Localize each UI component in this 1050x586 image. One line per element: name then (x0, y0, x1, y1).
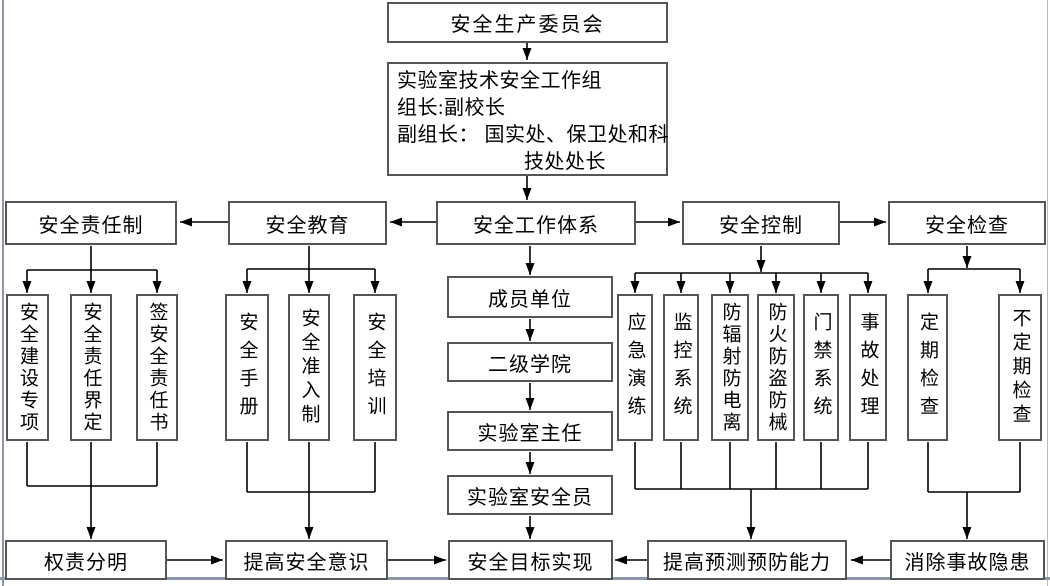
frame-right-border (1047, 0, 1048, 586)
node-improve-prediction-prevention: 提高预测预防能力 (647, 540, 847, 580)
node-unscheduled-inspection: 不定期检查 (998, 294, 1042, 441)
node-safety-inspection: 安全检查 (888, 201, 1046, 245)
node-emergency-drill: 应急演练 (617, 294, 653, 441)
node-safety-handbook: 安全手册 (225, 294, 269, 441)
node-raise-safety-awareness: 提高安全意识 (225, 540, 388, 580)
node-secondary-college: 二级学院 (447, 342, 613, 382)
workgroup-line-1: 实验室技术安全工作组 (397, 70, 602, 92)
workgroup-line-2: 组长:副校长 (397, 97, 506, 119)
node-lab-director: 实验室主任 (447, 411, 613, 451)
node-eliminate-accident-hazards: 消除事故隐患 (890, 540, 1045, 580)
node-periodic-inspection: 定期检查 (907, 294, 948, 441)
node-responsibility-definition: 安全责任界定 (70, 294, 112, 441)
workgroup-line-3: 副组长： 国实处、保卫处和科 (397, 124, 669, 146)
node-door-access-system: 门禁系统 (803, 294, 839, 441)
node-safety-control: 安全控制 (682, 201, 840, 245)
node-lab-safety-workgroup: 实验室技术安全工作组 组长:副校长 副组长： 国实处、保卫处和科 技处处长 (387, 62, 669, 176)
node-accident-handling: 事故处理 (849, 294, 887, 441)
node-radiation-ionization-protection: 防辐射防电离 (711, 294, 749, 441)
node-lab-safety-officer: 实验室安全员 (447, 475, 613, 515)
node-safety-education: 安全教育 (228, 201, 387, 245)
node-sign-responsibility-letter: 签安全责任书 (136, 294, 178, 441)
node-safety-work-system: 安全工作体系 (436, 201, 636, 245)
node-fire-theft-weapon-protection: 防火防盗防械 (757, 294, 795, 441)
node-member-units: 成员单位 (447, 276, 613, 318)
node-responsibility-system: 安全责任制 (5, 201, 177, 245)
node-safety-training: 安全培训 (353, 294, 397, 441)
node-monitoring-system: 监控系统 (663, 294, 699, 441)
frame-left-border (2, 0, 4, 586)
node-safety-goal-achievement: 安全目标实现 (448, 540, 613, 580)
node-safety-access-system: 安全准入制 (288, 294, 330, 441)
node-safety-committee: 安全生产委员会 (387, 2, 668, 43)
workgroup-line-4: 技处处长 (524, 151, 606, 173)
node-safety-construction-project: 安全建设专项 (6, 294, 49, 441)
node-clear-responsibility: 权责分明 (5, 540, 167, 580)
